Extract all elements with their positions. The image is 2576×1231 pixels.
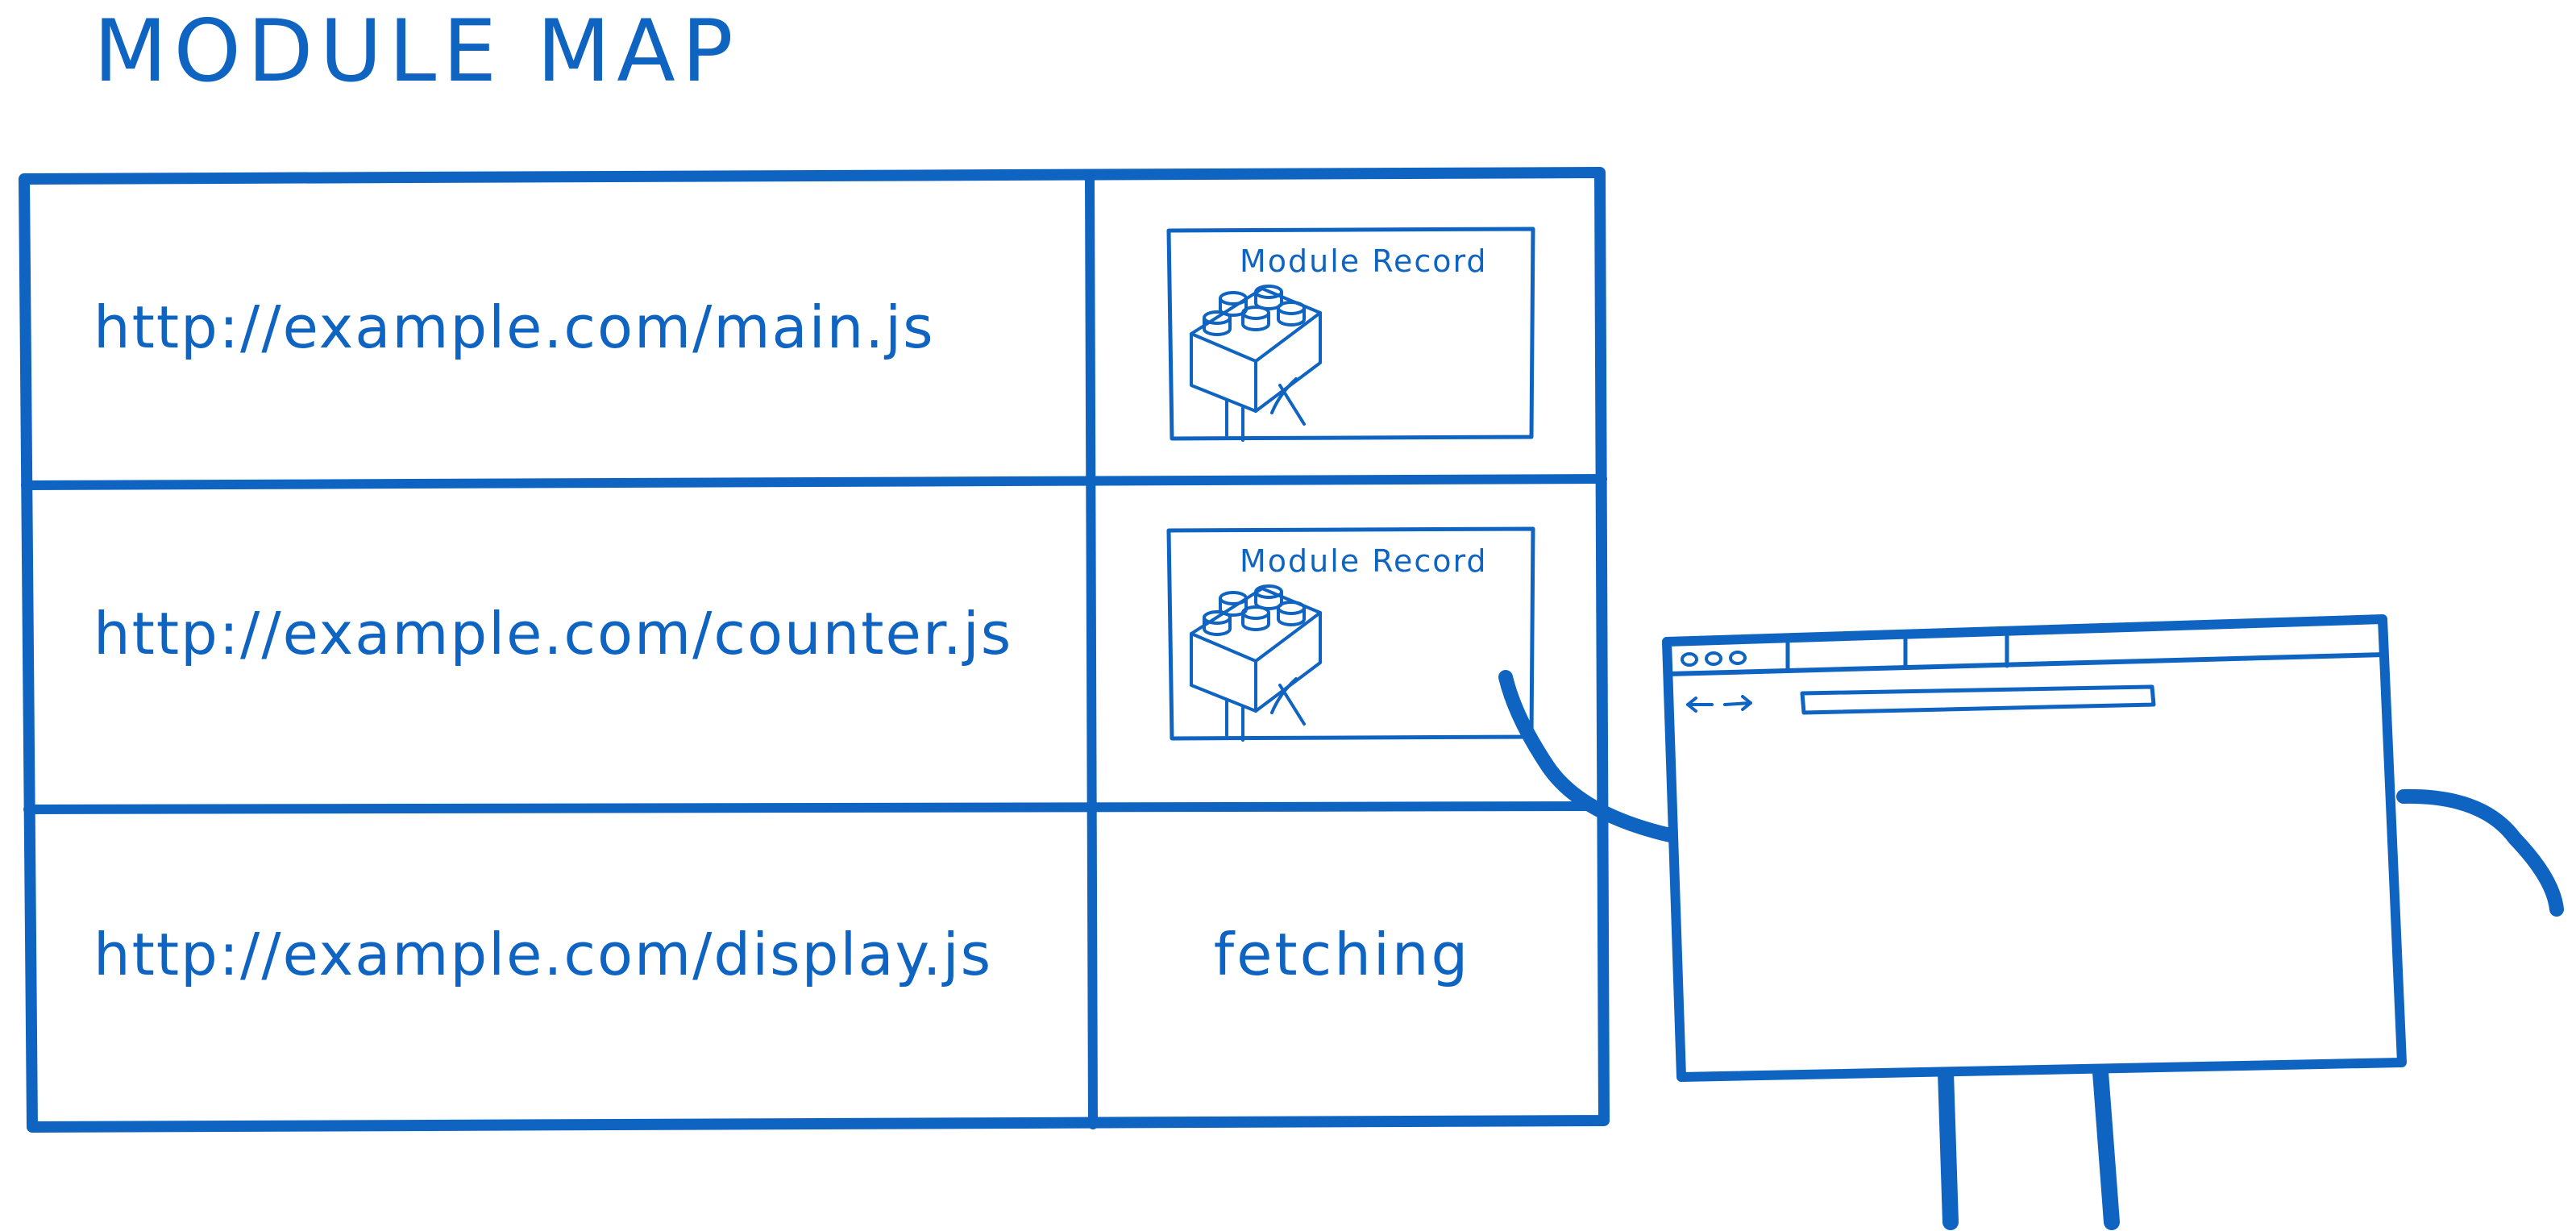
- browser-leg-right: [2092, 1064, 2120, 1230]
- table-row-divider-1: [21, 474, 1607, 490]
- table-row-divider-2: [23, 801, 1608, 814]
- lego-brick-icon: [1190, 285, 1322, 442]
- module-url-counter: http://example.com/counter.js: [93, 600, 1013, 667]
- address-bar: [1800, 684, 2156, 715]
- module-url-main: http://example.com/main.js: [93, 293, 935, 361]
- module-record-label: Module Record: [1240, 543, 1488, 579]
- module-record-label: Module Record: [1240, 243, 1488, 279]
- browser-left-arm: [1498, 670, 1677, 842]
- back-forward-arrows-icon: [1686, 695, 1752, 713]
- browser-right-arm: [2396, 788, 2564, 917]
- browser-window-character: [1498, 614, 2564, 1230]
- fetching-status: fetching: [1213, 921, 1471, 988]
- window-control-dots-icon: [1681, 651, 1747, 667]
- module-url-display: http://example.com/display.js: [93, 921, 993, 988]
- module-record-card-2: [1166, 526, 1535, 742]
- browser-leg-left: [1938, 1064, 1959, 1230]
- diagram-title: MODULE MAP: [93, 2, 740, 101]
- lego-brick-icon: [1190, 584, 1322, 742]
- table-column-divider: [1085, 171, 1098, 1129]
- module-record-card-1: [1166, 227, 1535, 442]
